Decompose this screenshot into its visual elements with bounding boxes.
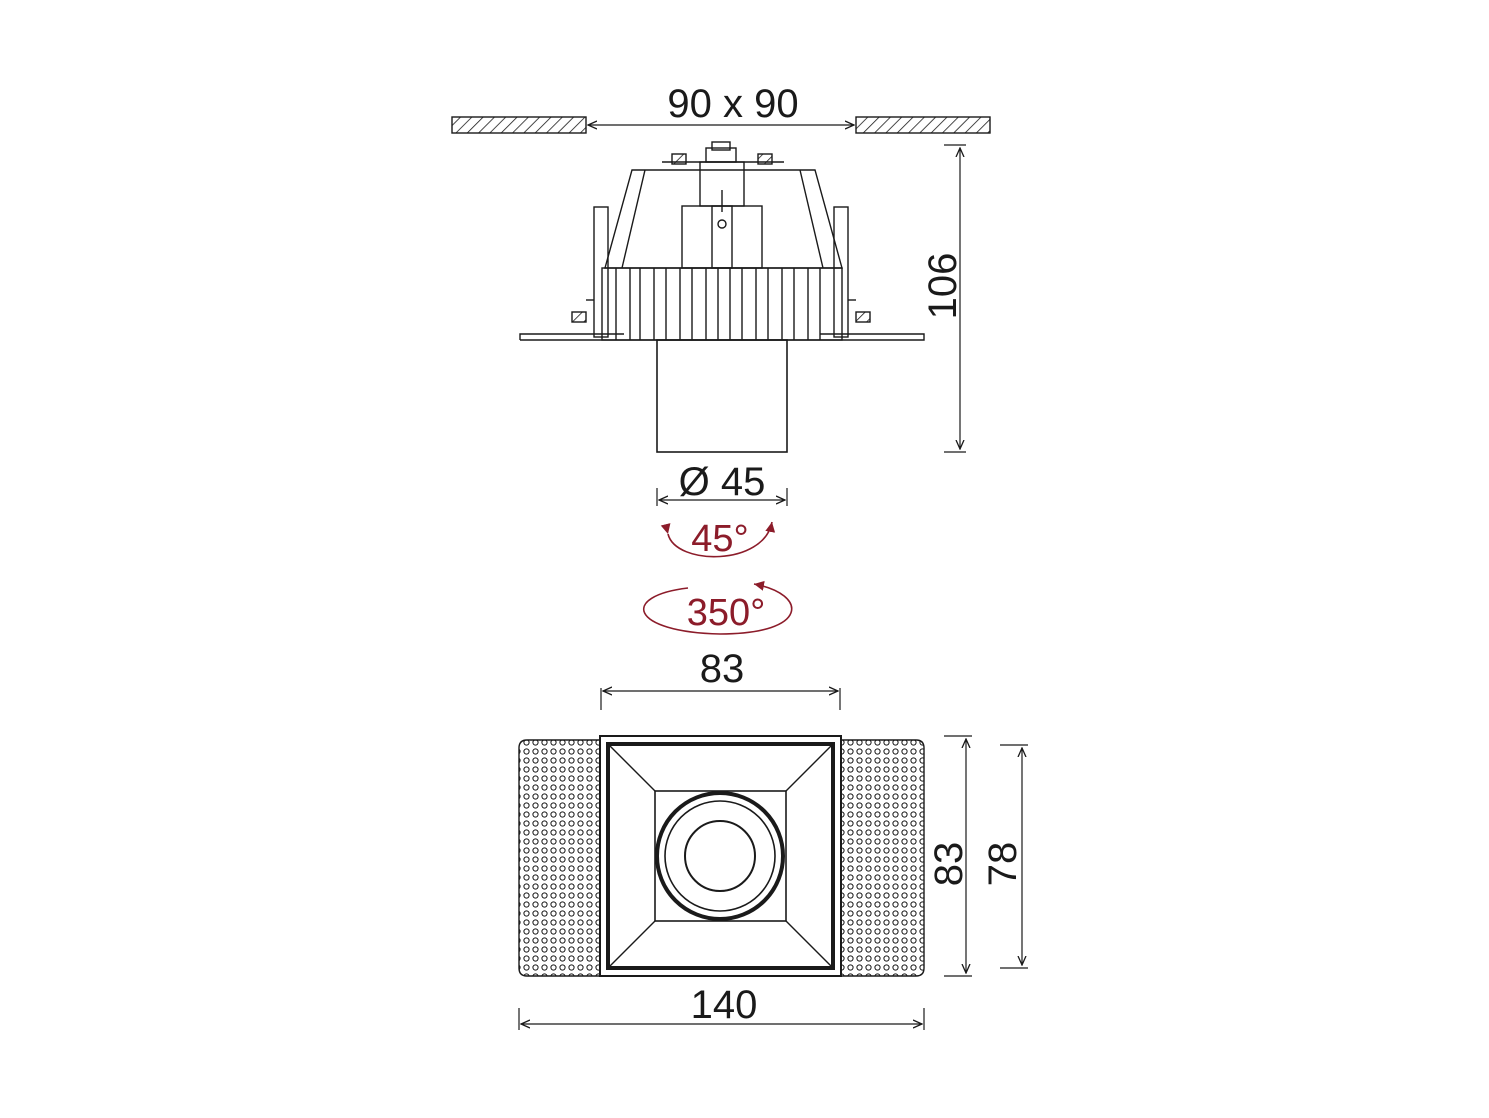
heat-sink bbox=[601, 267, 843, 341]
front-width-dimension-label: 83 bbox=[700, 647, 745, 691]
height-dimension-label: 106 bbox=[921, 253, 965, 320]
rotation-symbol: 350° bbox=[642, 580, 793, 635]
ceiling-panel-left bbox=[451, 116, 587, 134]
diameter-dimension-label: Ø 45 bbox=[679, 460, 766, 504]
cutout-dimension-label: 90 x 90 bbox=[667, 82, 798, 126]
outer-height-dimension-label: 83 bbox=[927, 842, 971, 887]
driver-housing bbox=[604, 141, 843, 269]
plaster-wing-left bbox=[518, 739, 601, 977]
rotation-label: 350° bbox=[687, 592, 766, 634]
front-bevel-lines bbox=[609, 745, 832, 967]
side-view: 90 x 90 bbox=[451, 82, 991, 506]
lens-mid-ring bbox=[664, 800, 776, 912]
spring-clips bbox=[571, 206, 871, 338]
tilt-symbol: 45° bbox=[660, 518, 776, 560]
inner-height-dimension-label: 78 bbox=[981, 842, 1025, 887]
lens-inner bbox=[684, 820, 756, 892]
tilt-label: 45° bbox=[691, 518, 748, 560]
ceiling-panel-right bbox=[855, 116, 991, 134]
lens-outer-ring bbox=[655, 791, 785, 921]
total-width-dimension-label: 140 bbox=[691, 983, 758, 1027]
front-view: 83 83 78 140 bbox=[518, 647, 1028, 1030]
plaster-wing-right bbox=[840, 739, 925, 977]
front-frame-inner bbox=[606, 742, 835, 970]
lens-tube bbox=[656, 339, 788, 453]
flange bbox=[519, 333, 925, 341]
